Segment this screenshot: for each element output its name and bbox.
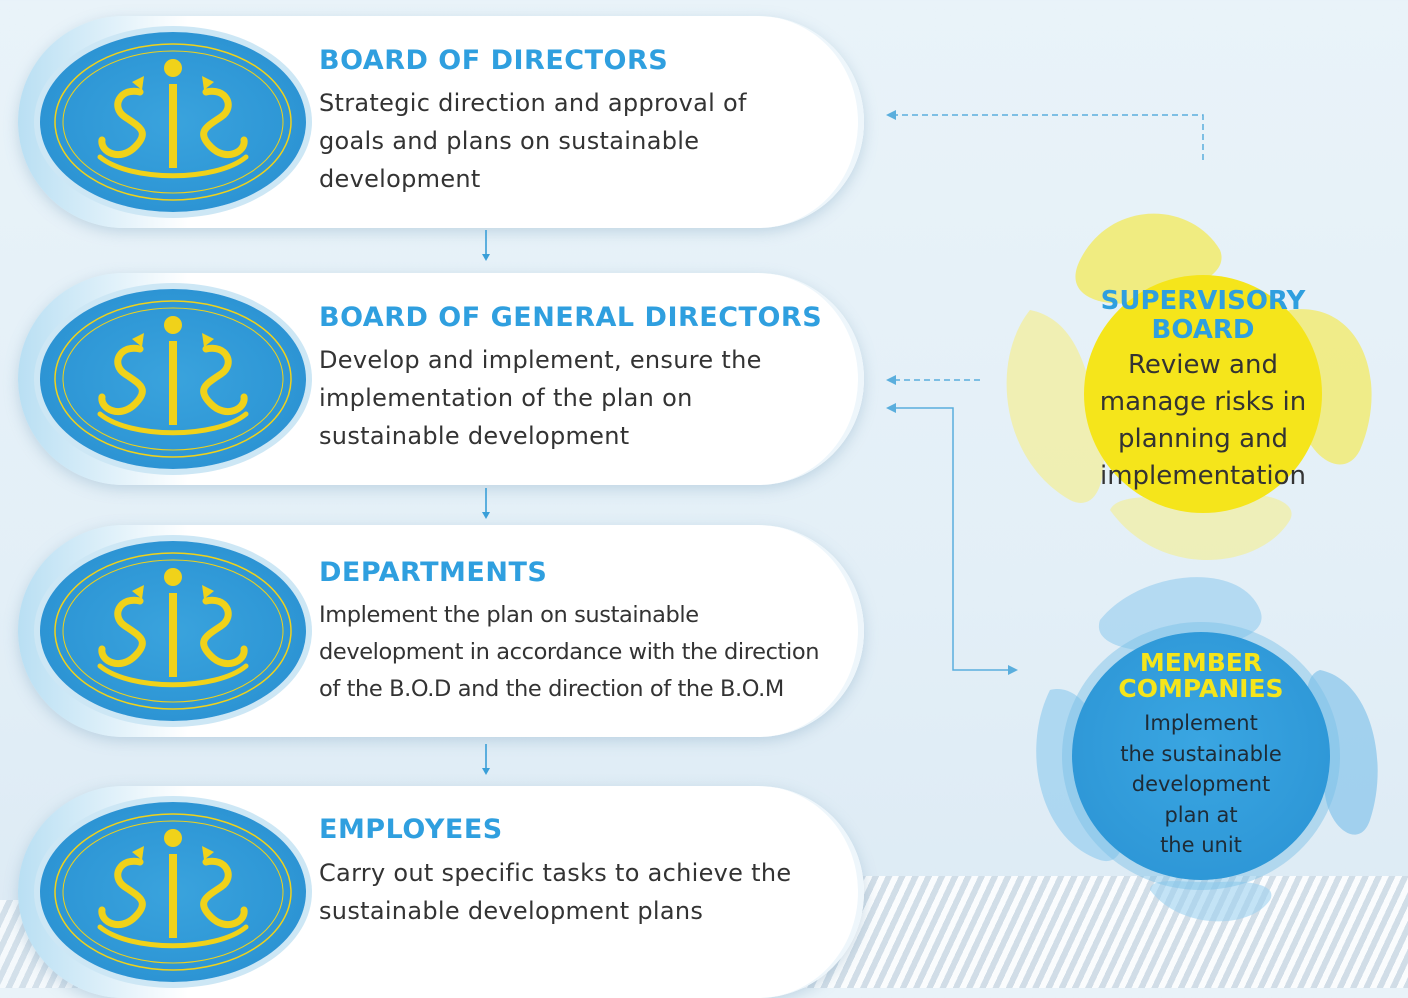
- member-description: Implement the sustainable development pl…: [1072, 708, 1330, 861]
- supervisory-description: Review and manage risks in planning and …: [1084, 347, 1322, 495]
- level-title: BOARD OF DIRECTORS: [319, 45, 669, 76]
- description-line: Review and: [1128, 350, 1278, 380]
- description-line: Carry out specific tasks to achieve the: [319, 859, 792, 887]
- level-description: Carry out specific tasks to achieve the …: [319, 854, 849, 930]
- description-line: the sustainable: [1120, 741, 1282, 766]
- level-title: EMPLOYEES: [319, 814, 503, 845]
- description-line: development: [319, 165, 481, 193]
- supervisory-title: SUPERVISORY BOARD: [1084, 287, 1322, 345]
- level-description: Develop and implement, ensure the implem…: [319, 341, 849, 455]
- member-title: MEMBER COMPANIES: [1072, 650, 1330, 702]
- description-line: manage risks in: [1099, 387, 1307, 417]
- card-board-of-directors: BOARD OF DIRECTORS Strategic direction a…: [18, 16, 864, 228]
- level-description: Implement the plan on sustainable develo…: [319, 597, 859, 708]
- description-line: development in accordance with the direc…: [319, 639, 820, 665]
- dragon-emblem-icon: [40, 541, 306, 721]
- card-departments: DEPARTMENTS Implement the plan on sustai…: [18, 525, 864, 737]
- description-line: implementation: [1099, 461, 1306, 491]
- arrow-down-icon: [482, 744, 490, 775]
- decorative-stripes-right: [760, 876, 1408, 988]
- description-line: Implement the plan on sustainable: [319, 602, 699, 628]
- description-line: goals and plans on sustainable: [319, 127, 700, 155]
- supervisory-board-circle: SUPERVISORY BOARD Review and manage risk…: [1084, 275, 1322, 513]
- title-line: MEMBER: [1139, 648, 1263, 677]
- title-line: COMPANIES: [1118, 674, 1284, 703]
- card-board-of-general-directors: BOARD OF GENERAL DIRECTORS Develop and i…: [18, 273, 864, 485]
- title-line: SUPERVISORY: [1100, 286, 1306, 316]
- member-companies-circle: MEMBER COMPANIES Implement the sustainab…: [1072, 632, 1330, 880]
- arrow-down-icon: [482, 230, 490, 261]
- dragon-emblem-icon: [40, 289, 306, 469]
- description-line: plan at: [1164, 802, 1238, 827]
- description-line: of the B.O.D and the direction of the B.…: [319, 676, 784, 702]
- description-line: planning and: [1117, 424, 1288, 454]
- dragon-emblem-icon: [40, 802, 306, 982]
- description-line: implementation of the plan on: [319, 384, 693, 412]
- description-line: development: [1131, 772, 1271, 796]
- description-line: the unit: [1160, 833, 1242, 857]
- card-employees: EMPLOYEES Carry out specific tasks to ac…: [18, 786, 864, 998]
- dragon-emblem-icon: [40, 32, 306, 212]
- arrow-down-icon: [482, 488, 490, 519]
- level-title: BOARD OF GENERAL DIRECTORS: [319, 302, 823, 333]
- description-line: Strategic direction and approval of: [319, 89, 747, 117]
- description-line: sustainable development plans: [319, 897, 704, 925]
- title-line: BOARD: [1151, 315, 1255, 345]
- level-title: DEPARTMENTS: [319, 557, 548, 588]
- description-line: Implement: [1144, 711, 1258, 735]
- level-description: Strategic direction and approval of goal…: [319, 84, 849, 198]
- description-line: Develop and implement, ensure the: [319, 346, 762, 374]
- description-line: sustainable development: [319, 422, 630, 450]
